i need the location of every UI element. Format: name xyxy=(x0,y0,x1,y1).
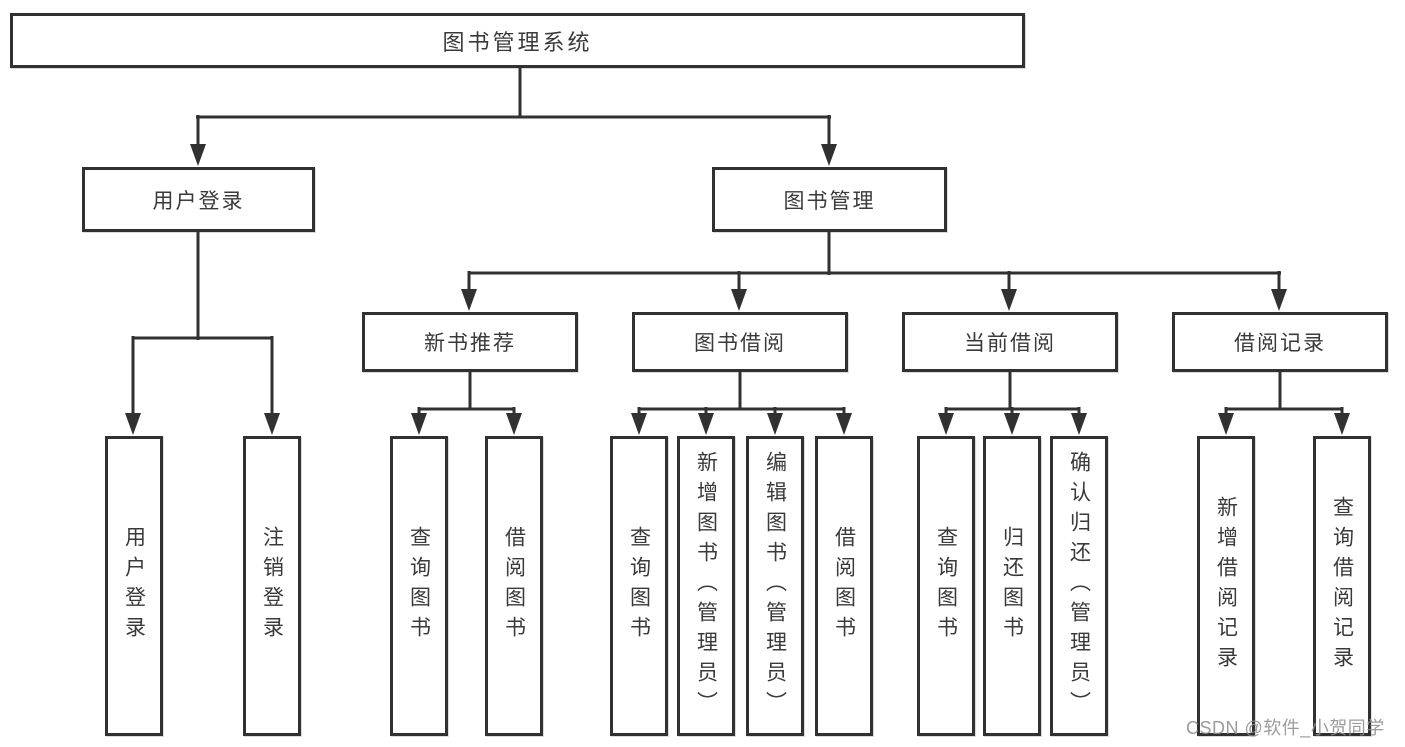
leaf-query-books-recommend: 查询图书 xyxy=(390,436,448,736)
node-label: 查询图书 xyxy=(627,526,651,646)
node-label: 查询图书 xyxy=(934,526,958,646)
node-label: 查询借阅记录 xyxy=(1330,496,1354,676)
node-label: 新增图书（管理员） xyxy=(694,451,718,721)
node-label: 当前借阅 xyxy=(964,332,1056,355)
leaf-borrow-books: 借阅图书 xyxy=(815,436,873,736)
node-label: 图书借阅 xyxy=(694,332,786,355)
leaf-borrow-books-recommend: 借阅图书 xyxy=(485,436,543,736)
leaf-edit-book-admin: 编辑图书（管理员） xyxy=(746,436,804,736)
node-label: 查询图书 xyxy=(407,526,431,646)
leaf-return-book: 归还图书 xyxy=(983,436,1041,736)
csdn-watermark: CSDN @软件_小贺同学 xyxy=(1186,718,1385,738)
leaf-confirm-return-admin: 确认归还（管理员） xyxy=(1050,436,1108,736)
node-label: 借阅图书 xyxy=(832,526,856,646)
node-label: 图书管理系统 xyxy=(442,29,593,55)
node-label: 确认归还（管理员） xyxy=(1067,451,1091,721)
node-user-login: 用户登录 xyxy=(82,167,315,232)
leaf-query-borrow-record: 查询借阅记录 xyxy=(1313,436,1371,736)
node-label: 新书推荐 xyxy=(424,332,516,355)
leaf-add-borrow-record: 新增借阅记录 xyxy=(1197,436,1255,736)
node-label: 新增借阅记录 xyxy=(1214,496,1238,676)
node-label: 借阅图书 xyxy=(502,526,526,646)
leaf-user-login: 用户登录 xyxy=(105,436,163,736)
node-current-borrowing: 当前借阅 xyxy=(902,312,1118,372)
node-label: 编辑图书（管理员） xyxy=(763,451,787,721)
node-book-management-system: 图书管理系统 xyxy=(10,13,1025,68)
leaf-add-book-admin: 新增图书（管理员） xyxy=(677,436,735,736)
node-book-management: 图书管理 xyxy=(712,167,947,232)
leaf-logout: 注销登录 xyxy=(243,436,301,736)
node-label: 用户登录 xyxy=(122,526,146,646)
node-new-book-recommend: 新书推荐 xyxy=(362,312,578,372)
node-borrowing-records: 借阅记录 xyxy=(1172,312,1388,372)
node-label: 借阅记录 xyxy=(1234,332,1326,355)
node-label: 注销登录 xyxy=(260,526,284,646)
node-label: 用户登录 xyxy=(152,189,245,213)
leaf-query-books-borrow: 查询图书 xyxy=(610,436,668,736)
node-label: 归还图书 xyxy=(1000,526,1024,646)
node-label: 图书管理 xyxy=(783,189,876,213)
node-book-borrowing: 图书借阅 xyxy=(632,312,848,372)
leaf-query-books-current: 查询图书 xyxy=(917,436,975,736)
